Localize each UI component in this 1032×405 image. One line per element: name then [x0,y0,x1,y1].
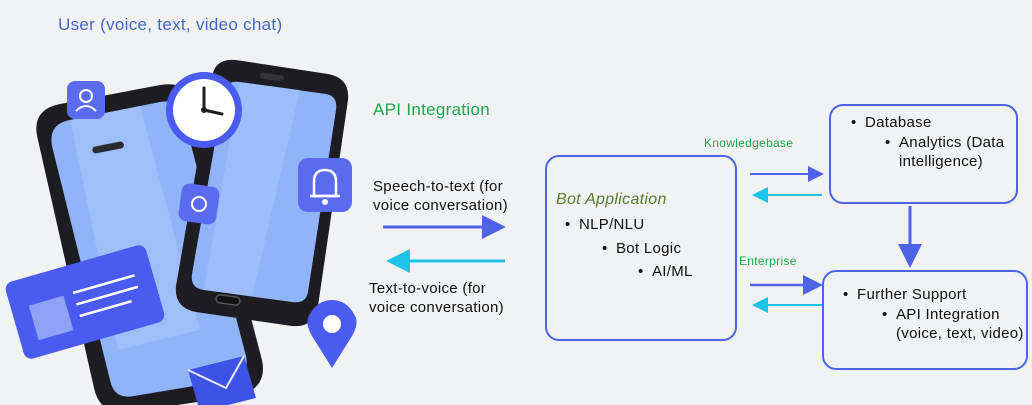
analytics-item: Analytics (Data intelligence) [885,133,1009,171]
api-integration-item: API Integration (voice, text, video) [882,305,1026,343]
clock-icon [166,72,242,148]
further-support-item: Further Support [843,285,967,304]
further-support-box: Further Support API Integration (voice, … [822,270,1028,370]
envelope-icon [187,355,256,405]
api-integration-title: API Integration [373,100,490,119]
text-to-voice-label: Text-to-voice (for voice conversation) [369,280,504,316]
enterprise-label: Enterprise [739,254,797,268]
bot-application-box: Bot Application NLP/NLU Bot Logic AI/ML [545,155,737,341]
location-pin-icon [307,300,357,368]
bell-icon [298,158,352,212]
id-card-icon [5,245,165,359]
bot-application-title: Bot Application [556,191,667,208]
phones-illustration [5,59,357,405]
database-box: Database Analytics (Data intelligence) [829,104,1018,204]
small-circle-icon [178,183,220,225]
knowledgebase-label: Knowledgebase [704,136,794,150]
bot-item-logic: Bot Logic [602,239,681,258]
user-label: User (voice, text, video chat) [58,15,283,34]
bot-item-aiml: AI/ML [638,262,693,281]
database-item: Database [851,113,932,132]
user-icon [67,81,105,119]
speech-to-text-label: Speech-to-text (for voice conversation) [373,178,508,214]
bot-item-nlp: NLP/NLU [565,215,644,234]
